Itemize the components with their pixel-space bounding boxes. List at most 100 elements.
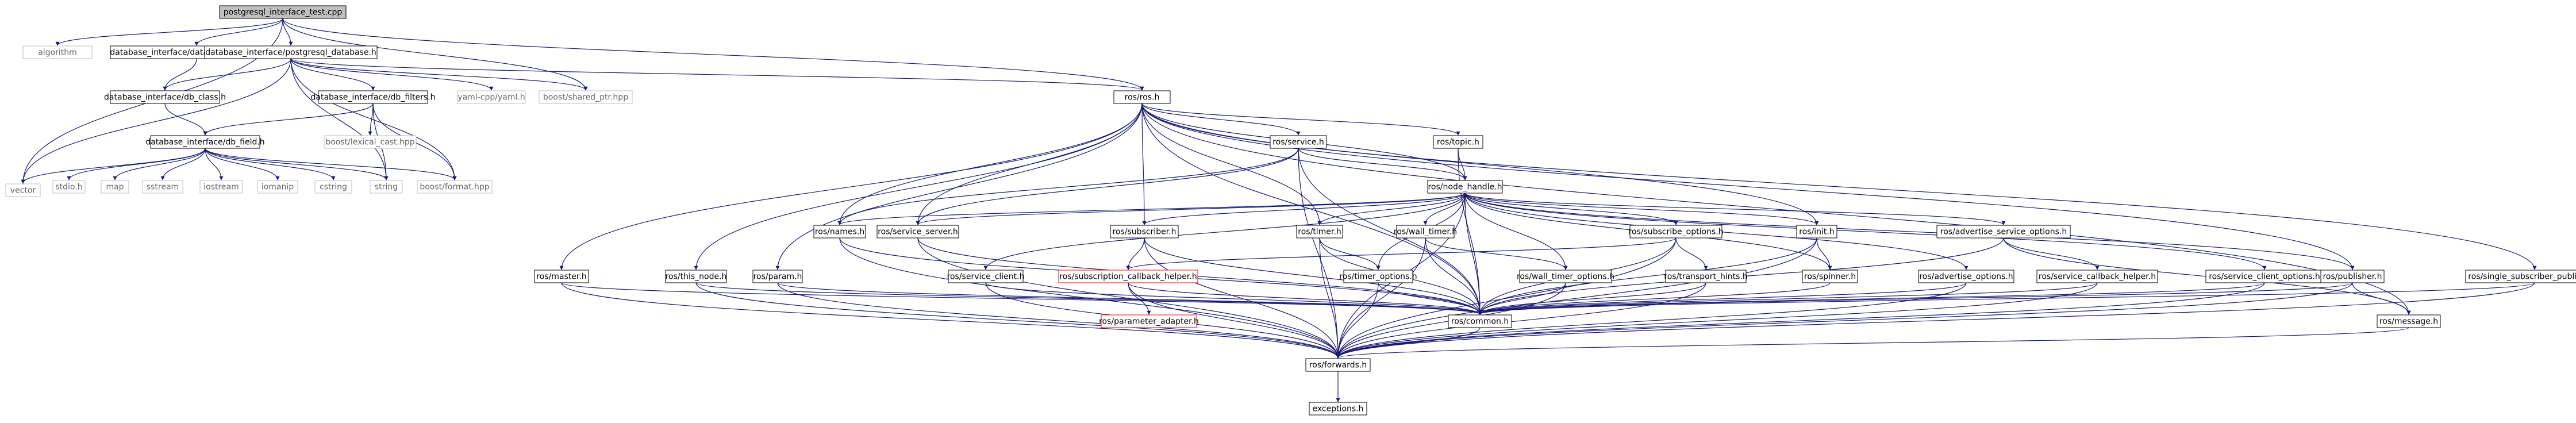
node-param[interactable]: ros/param.h: [752, 270, 803, 283]
node-label: ros/transport_hints.h: [1664, 272, 1747, 282]
node-advertise-service-options[interactable]: ros/advertise_service_options.h: [1936, 225, 2071, 239]
node-message[interactable]: ros/message.h: [2377, 314, 2441, 328]
node-service-client[interactable]: ros/service_client.h: [947, 270, 1025, 283]
node-node-handle[interactable]: ros/node_handle.h: [1427, 180, 1503, 194]
node-algorithm[interactable]: algorithm: [22, 45, 93, 59]
node-label: ros/wall_timer.h: [1394, 228, 1457, 237]
edge-node_handle-to-service_server: [916, 193, 1466, 225]
node-publisher[interactable]: ros/publisher.h: [2320, 270, 2385, 283]
node-transport-hints[interactable]: ros/transport_hints.h: [1664, 270, 1748, 283]
node-forwards[interactable]: ros/forwards.h: [1305, 358, 1371, 372]
node-box: [1113, 90, 1171, 104]
node-db-field[interactable]: database_interface/db_field.h: [145, 135, 265, 149]
node-label: ros/this_node.h: [666, 272, 727, 282]
node-box: [22, 45, 93, 59]
node-service-callback-helper[interactable]: ros/service_callback_helper.h: [2036, 270, 2158, 283]
node-label: ros/subscription_callback_helper.h: [1059, 272, 1197, 282]
node-label: ros/timer_options.h: [1339, 272, 1417, 282]
node-db-filters[interactable]: database_interface/db_filters.h: [310, 90, 436, 104]
edge-ros_h-to-service: [1141, 103, 1301, 136]
node-cstring[interactable]: cstring: [314, 180, 352, 194]
node-wall-timer[interactable]: ros/wall_timer.h: [1394, 225, 1457, 239]
node-this-node[interactable]: ros/this_node.h: [665, 270, 727, 283]
edge-node_handle-to-names: [837, 193, 1466, 225]
node-label: ros/spinner.h: [1804, 272, 1856, 282]
node-exceptions[interactable]: exceptions.h: [1309, 402, 1367, 416]
node-vector[interactable]: vector: [5, 183, 41, 197]
node-format[interactable]: boost/format.hpp: [417, 180, 493, 194]
edge-db_field-to-cstring: [205, 148, 336, 180]
node-pg-database[interactable]: database_interface/postgresql_database.h: [204, 45, 378, 59]
node-single-subscriber-publisher[interactable]: ros/single_subscriber_publisher.h: [2465, 270, 2576, 283]
node-box: [534, 270, 589, 283]
edge-timer-to-forwards: [1319, 237, 1340, 359]
node-box: [417, 180, 493, 194]
node-init[interactable]: ros/init.h: [1796, 225, 1837, 239]
node-wall-timer-options[interactable]: ros/wall_timer_options.h: [1517, 270, 1614, 283]
node-label: ros/message.h: [2379, 317, 2438, 326]
node-subscribe-options[interactable]: ros/subscribe_options.h: [1628, 225, 1724, 239]
edge-service_callback_helper-to-common: [1478, 282, 2098, 315]
edge-ros_h-to-subscriber: [1141, 103, 1147, 225]
node-spinner[interactable]: ros/spinner.h: [1802, 270, 1858, 283]
node-timer[interactable]: ros/timer.h: [1296, 225, 1343, 239]
node-label: ros/service.h: [1272, 138, 1324, 147]
edge-wall_timer-to-forwards: [1336, 237, 1426, 359]
node-shared-ptr[interactable]: boost/shared_ptr.hpp: [539, 90, 633, 104]
node-db-class[interactable]: database_interface/db_class.h: [104, 90, 226, 104]
node-ros-h[interactable]: ros/ros.h: [1113, 90, 1171, 104]
edge-db_field-to-stdio: [67, 148, 206, 180]
edge-service-to-names: [837, 148, 1299, 225]
edge-node_handle-to-service_client: [983, 193, 1466, 270]
edge-subscriber-to-subscription_callback_helper: [1126, 237, 1145, 270]
node-label: ros/publisher.h: [2323, 272, 2382, 282]
node-service-server[interactable]: ros/service_server.h: [876, 225, 959, 239]
node-label: ros/names.h: [815, 228, 864, 237]
edge-db_field-to-iomanip: [205, 148, 280, 180]
node-stdio[interactable]: stdio.h: [52, 180, 86, 194]
node-box: [1448, 314, 1512, 328]
node-timer-options[interactable]: ros/timer_options.h: [1339, 270, 1417, 283]
node-service[interactable]: ros/service.h: [1270, 135, 1327, 149]
edge-subscription_callback_helper-to-forwards: [1128, 282, 1340, 359]
node-label: ros/service_client_options.h: [2209, 272, 2320, 282]
node-iomanip[interactable]: iomanip: [257, 180, 298, 194]
node-subscriber[interactable]: ros/subscriber.h: [1110, 225, 1179, 239]
node-label: database_interface/postgresql_database.h: [205, 48, 376, 57]
edge-node_handle-to-wall_timer: [1423, 193, 1466, 225]
node-root[interactable]: postgresql_interface_test.cpp: [219, 5, 347, 19]
node-label: boost/shared_ptr.hpp: [543, 93, 628, 102]
node-topic[interactable]: ros/topic.h: [1433, 135, 1483, 149]
node-box: [1396, 225, 1455, 239]
node-box: [1796, 225, 1837, 239]
node-string[interactable]: string: [370, 180, 403, 194]
node-iostream[interactable]: iostream: [199, 180, 243, 194]
node-box: [1110, 225, 1179, 239]
node-yaml[interactable]: yaml-cpp/yaml.h: [457, 90, 526, 104]
edge-node_handle-to-service_client_options: [1464, 193, 2267, 270]
node-lexical-cast[interactable]: boost/lexical_cast.hpp: [324, 135, 417, 149]
node-subscription-callback-helper[interactable]: ros/subscription_callback_helper.h: [1058, 270, 1198, 283]
node-master[interactable]: ros/master.h: [534, 270, 589, 283]
node-advertise-options[interactable]: ros/advertise_options.h: [1918, 270, 2014, 283]
node-map[interactable]: map: [101, 180, 129, 194]
node-service-client-options[interactable]: ros/service_client_options.h: [2205, 270, 2324, 283]
node-box: [1629, 225, 1723, 239]
edge-node_handle-to-publisher: [1464, 193, 2355, 270]
node-label: ros/parameter_adapter.h: [1099, 317, 1199, 326]
node-box: [1296, 225, 1343, 239]
edge-service_callback_helper-to-forwards: [1336, 282, 2098, 359]
edge-root-to-algorithm: [55, 18, 283, 46]
node-box: [876, 225, 959, 239]
node-parameter-adapter[interactable]: ros/parameter_adapter.h: [1099, 314, 1199, 328]
node-names[interactable]: ros/names.h: [813, 225, 866, 239]
node-common[interactable]: ros/common.h: [1448, 314, 1512, 328]
edge-root-to-db_test_object: [194, 18, 283, 46]
edge-wall_timer_options-to-common: [1478, 282, 1566, 315]
edge-node_handle-to-subscribe_options: [1464, 193, 1678, 225]
node-sstream[interactable]: sstream: [142, 180, 183, 194]
node-label: ros/single_subscriber_publisher.h: [2468, 272, 2576, 282]
edge-timer_options-to-forwards: [1336, 282, 1379, 359]
node-box: [1665, 270, 1747, 283]
edge-init-to-spinner: [1816, 237, 1832, 270]
